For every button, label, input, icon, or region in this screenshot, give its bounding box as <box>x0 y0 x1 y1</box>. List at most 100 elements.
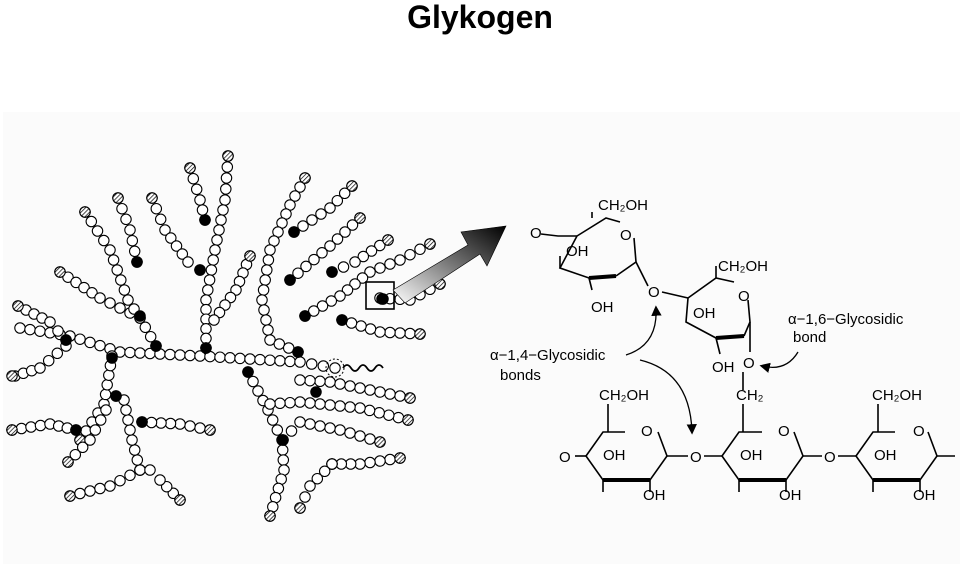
alpha16-label-line2: bond <box>793 329 826 346</box>
glucose-unit <box>326 458 338 470</box>
non-reducing-end-glucose <box>382 234 394 246</box>
glucose-unit <box>203 274 216 286</box>
glucose-unit <box>383 409 395 421</box>
glucose-unit <box>52 325 64 337</box>
glucose-unit <box>314 375 326 388</box>
glucose-unit <box>111 264 123 276</box>
glucose-unit <box>306 214 318 226</box>
oh-bottom-1-a: OH <box>603 447 626 464</box>
branch-point-glucose <box>106 352 118 364</box>
glucose-unit <box>126 434 138 446</box>
branch-point-glucose <box>310 386 322 398</box>
non-reducing-end-glucose <box>146 192 158 204</box>
oh-upper-left-a: OH <box>566 243 589 260</box>
glucose-unit <box>392 411 405 424</box>
glucose-unit <box>357 250 370 263</box>
branch-point-glucose <box>288 226 300 238</box>
glucose-unit <box>155 417 167 429</box>
glucose-unit <box>221 161 234 173</box>
glucose-unit <box>349 278 361 290</box>
non-reducing-end-glucose <box>414 328 426 340</box>
glucose-unit <box>215 214 227 226</box>
glucose-unit <box>374 386 386 398</box>
branch-point-glucose <box>299 310 311 322</box>
glucose-unit <box>304 397 316 409</box>
alpha16-label-line1: α−1,6−Glycosidic <box>788 311 904 328</box>
glucose-unit <box>297 220 309 232</box>
glucose-unit <box>94 414 107 426</box>
non-reducing-end-glucose <box>264 510 276 522</box>
branch-point-glucose <box>194 264 206 276</box>
o-bridge-alpha16: O <box>743 355 755 372</box>
chemical-structure <box>540 212 955 492</box>
glucose-unit <box>331 233 344 245</box>
glucose-unit <box>207 254 219 266</box>
glucose-unit <box>304 418 316 430</box>
glucose-unit <box>274 397 286 410</box>
glucose-unit <box>294 356 306 368</box>
non-reducing-end-glucose <box>54 266 66 278</box>
o-bridge-bottom-2: O <box>824 449 836 466</box>
glucose-unit <box>74 333 86 345</box>
glucose-unit <box>187 172 200 185</box>
glucose-unit <box>154 213 167 226</box>
glucose-unit <box>324 202 336 214</box>
glucose-unit <box>44 316 56 328</box>
ch2oh-bottom-3: CH₂OH <box>872 387 922 404</box>
glucose-unit <box>274 355 286 367</box>
ring-o-upper-right: O <box>738 288 750 305</box>
branch-point-glucose <box>326 266 338 278</box>
glucose-unit <box>414 243 426 256</box>
glucose-unit <box>34 419 47 432</box>
glucose-unit <box>273 338 286 350</box>
glucose-unit <box>256 294 268 306</box>
glucose-unit <box>34 362 46 374</box>
glucose-unit <box>308 305 320 317</box>
glucose-unit <box>299 491 311 503</box>
glucose-unit <box>84 434 96 446</box>
non-reducing-end-glucose <box>184 162 196 174</box>
glucose-unit <box>14 322 26 334</box>
o-bridge-bottom-1: O <box>690 449 702 466</box>
glucose-unit <box>324 399 336 411</box>
glucose-unit <box>220 172 233 184</box>
glucose-unit <box>334 378 346 390</box>
glucose-unit <box>76 441 89 454</box>
glucose-unit <box>339 226 351 238</box>
glucose-unit <box>165 232 177 244</box>
glucose-unit <box>144 464 156 476</box>
glucose-unit <box>364 384 376 396</box>
glucose-unit <box>324 376 336 388</box>
ch2oh-upper-left: CH₂OH <box>598 197 648 214</box>
non-reducing-end-glucose <box>394 452 406 464</box>
glucose-unit <box>292 267 304 279</box>
glucose-unit <box>78 281 90 294</box>
glucose-unit <box>317 360 330 372</box>
glucose-unit <box>122 294 134 306</box>
glucose-unit <box>164 417 177 430</box>
glucose-unit <box>345 317 358 329</box>
glucose-unit <box>103 369 115 381</box>
glucose-unit <box>150 202 163 215</box>
glucose-unit <box>316 300 329 312</box>
non-reducing-end-glucose <box>404 392 416 404</box>
glucose-unit <box>202 284 214 296</box>
glucose-unit <box>374 326 386 338</box>
oh-bottom-1-b: OH <box>643 487 666 504</box>
glucose-unit <box>394 390 406 402</box>
glucose-unit <box>184 349 196 362</box>
non-reducing-end-glucose <box>354 212 366 224</box>
glucose-unit <box>365 245 378 257</box>
glucose-unit <box>42 354 55 367</box>
glucose-unit <box>160 480 173 493</box>
glucose-unit <box>94 292 106 304</box>
glucose-unit <box>264 354 276 366</box>
glucose-unit <box>131 454 144 466</box>
glucose-unit <box>262 254 275 266</box>
glucose-unit <box>338 187 351 200</box>
glucose-unit <box>374 239 386 252</box>
glucose-unit <box>384 258 396 270</box>
alpha14-label-line1: α−1,4−Glycosidic <box>490 347 606 364</box>
oh-upper-right-b: OH <box>712 359 735 376</box>
glucose-unit <box>139 321 152 334</box>
